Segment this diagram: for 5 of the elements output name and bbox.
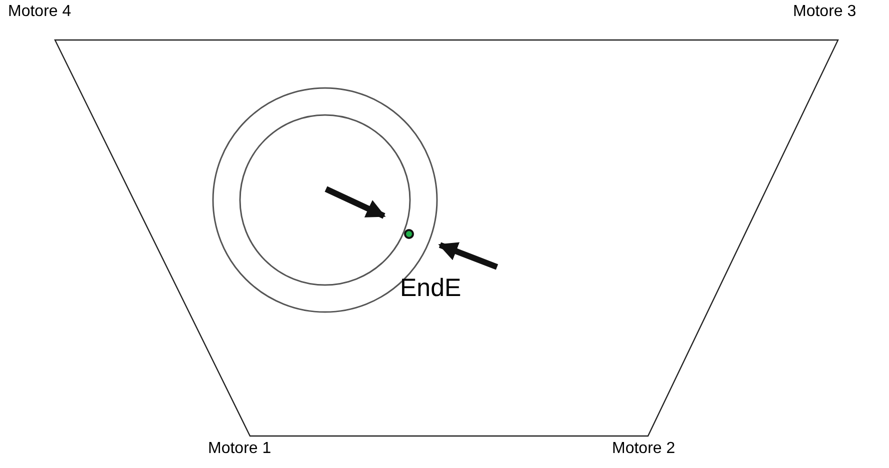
- corner-label: Motore 3: [793, 4, 856, 20]
- corner-label: Motore 1: [208, 441, 272, 457]
- corner-label: Motore 2: [612, 441, 676, 457]
- corner-label: Motore 4: [8, 4, 72, 20]
- point-label: EndE: [400, 276, 462, 301]
